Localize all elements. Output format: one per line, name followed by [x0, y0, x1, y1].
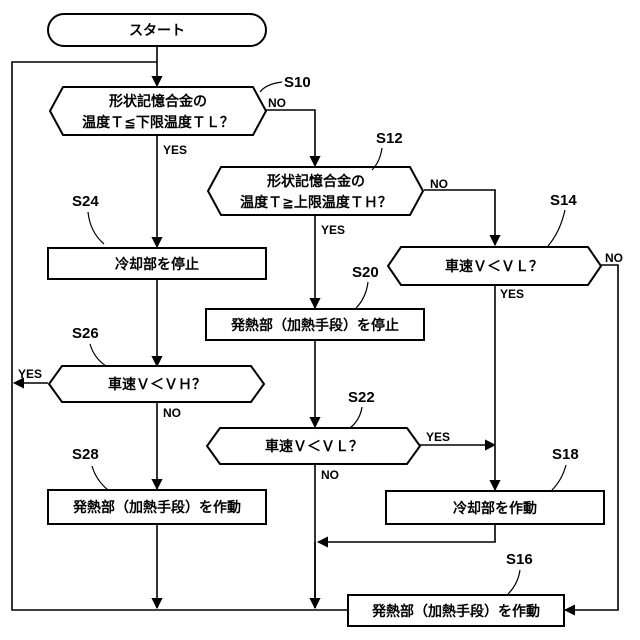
s10-no-label: NO	[268, 96, 286, 110]
s28-text: 発熱部（加熱手段）を作動	[72, 499, 241, 516]
s12-no-line	[424, 190, 495, 245]
s28-leader	[92, 466, 108, 490]
s26-step-label: S26	[72, 325, 99, 342]
bottom-return-line	[12, 600, 348, 610]
s12-line1: 形状記憶合金の	[267, 173, 365, 190]
s26-leader	[90, 344, 106, 366]
s12-line2: 温度Ｔ≧上限温度ＴＨ？	[240, 194, 392, 211]
s14-yes-label: YES	[500, 287, 524, 301]
s12-yes-label: YES	[321, 223, 345, 237]
s22-leader	[350, 407, 362, 428]
s10-no-line	[264, 110, 315, 166]
s18-text: 冷却部を作動	[453, 500, 537, 517]
s14-text: 車速Ｖ＜ＶＬ？	[445, 258, 543, 275]
s10-leader	[260, 82, 282, 92]
s22-yes-label: YES	[426, 430, 450, 444]
s16-leader	[508, 570, 520, 594]
s12-step-label: S12	[376, 130, 403, 147]
s20-text: 発熱部（加熱手段）を停止	[230, 317, 399, 334]
s12-no-label: NO	[430, 177, 448, 191]
s18-step-label: S18	[552, 446, 579, 463]
s24-step-label: S24	[72, 193, 99, 210]
s28-step-label: S28	[72, 446, 99, 463]
s16-text: 発熱部（加熱手段）を作動	[371, 603, 540, 620]
s14-leader	[548, 210, 565, 246]
s10-line1: 形状記憶合金の	[109, 93, 207, 110]
s20-leader	[356, 282, 368, 308]
s26-text: 車速Ｖ＜ＶＨ？	[108, 376, 206, 393]
s16-step-label: S16	[506, 551, 533, 568]
s14-no-line	[565, 265, 618, 610]
s20-step-label: S20	[352, 264, 379, 281]
s22-no-label: NO	[321, 468, 339, 482]
s18-merge-line	[318, 524, 495, 542]
s14-no-label: NO	[605, 251, 623, 265]
s26-no-label: NO	[163, 406, 181, 420]
s10-step-label: S10	[284, 74, 311, 91]
start-text: スタート	[129, 23, 185, 39]
s24-leader	[88, 212, 104, 244]
s14-step-label: S14	[550, 192, 577, 209]
s10-yes-label: YES	[163, 143, 187, 157]
s10-line2: 温度Ｔ≦下限温度ＴＬ？	[82, 114, 234, 131]
s22-text: 車速Ｖ＜ＶＬ？	[265, 438, 363, 455]
s22-step-label: S22	[348, 389, 375, 406]
s24-text: 冷却部を停止	[115, 256, 199, 273]
s18-leader	[552, 465, 566, 490]
s26-yes-label: YES	[18, 367, 42, 381]
